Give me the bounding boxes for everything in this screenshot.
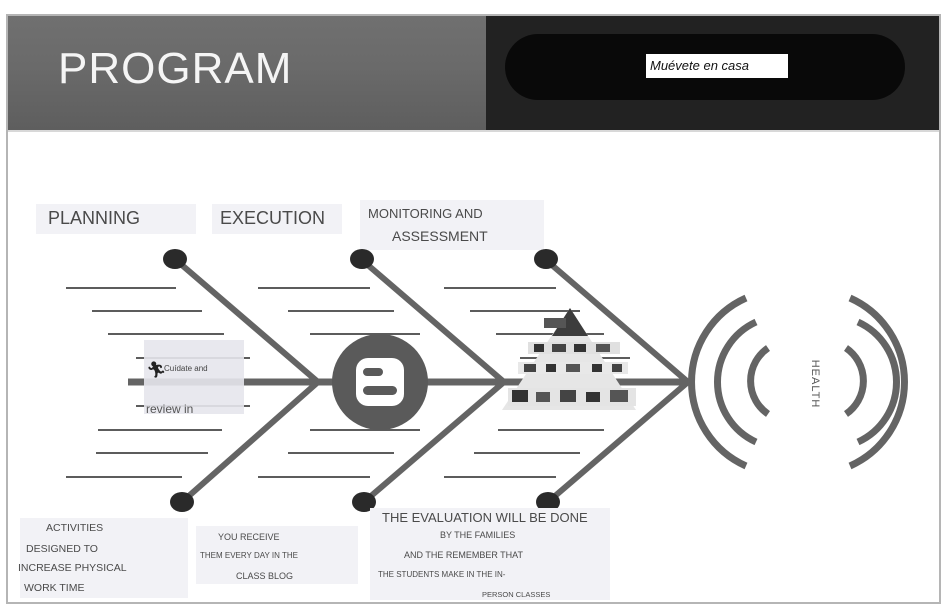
- planning-note-line2: DESIGNED TO: [26, 543, 98, 555]
- label-patch: [360, 200, 544, 250]
- header-divider: [8, 130, 939, 132]
- program-name-tag: Muévete en casa: [646, 54, 788, 78]
- planning-caption-line1: Cuídate and: [164, 364, 208, 373]
- monitoring-note-line5: PERSON CLASSES: [482, 590, 551, 599]
- monitoring-note-line2: BY THE FAMILIES: [440, 530, 516, 540]
- note-patch: [20, 518, 188, 598]
- bone-monitoring-lower: [546, 379, 690, 505]
- bone-execution-upper: [360, 257, 506, 385]
- bone-monitoring-upper: [544, 257, 690, 385]
- note-patch: [196, 526, 358, 584]
- monitoring-note-line3: AND THE REMEMBER THAT: [404, 550, 524, 560]
- execution-note-line2: THEM EVERY DAY IN THE: [200, 551, 298, 560]
- monitoring-note-line1: THE EVALUATION WILL BE DONE: [382, 510, 588, 525]
- planning-note-line1: ACTIVITIES: [46, 522, 104, 534]
- planning-caption-image: [144, 340, 244, 414]
- bone-end-dot: [350, 249, 374, 269]
- bone-planning-upper: [174, 257, 320, 385]
- planning-note-line3: INCREASE PHYSICAL: [18, 562, 127, 574]
- bone-end-dot: [352, 492, 376, 512]
- execution-note-line3: CLASS BLOG: [236, 571, 294, 581]
- runner-icon: 🏃︎: [146, 362, 167, 379]
- bone-execution-lower: [362, 379, 506, 505]
- planning-caption-line2: review in: [146, 402, 194, 416]
- header-left-panel: [8, 16, 486, 130]
- blogger-icon: [332, 334, 428, 430]
- bone-end-dot: [534, 249, 558, 269]
- category-execution: EXECUTION: [220, 208, 326, 228]
- radio-waves-icon: [688, 294, 908, 470]
- execution-note-line1: YOU RECEIVE: [218, 532, 280, 542]
- monitoring-note-line4: THE STUDENTS MAKE IN THE IN-: [378, 570, 506, 579]
- execution-rule-lines: [258, 287, 420, 478]
- effect-health-label: HEALTH: [809, 359, 821, 409]
- category-monitoring-line1: MONITORING AND: [368, 206, 483, 221]
- food-pyramid-icon: [502, 308, 636, 410]
- note-patch: [370, 508, 610, 600]
- page-title: PROGRAM: [58, 44, 293, 93]
- label-patch: [36, 204, 196, 234]
- planning-note-line4: WORK TIME: [24, 582, 85, 594]
- bone-end-dot: [163, 249, 187, 269]
- bone-end-dot: [536, 492, 560, 512]
- label-patch: [212, 204, 342, 234]
- category-planning: PLANNING: [48, 208, 141, 228]
- bone-end-dot: [170, 492, 194, 512]
- bone-planning-lower: [180, 379, 320, 505]
- category-monitoring-line2: ASSESSMENT: [392, 228, 488, 244]
